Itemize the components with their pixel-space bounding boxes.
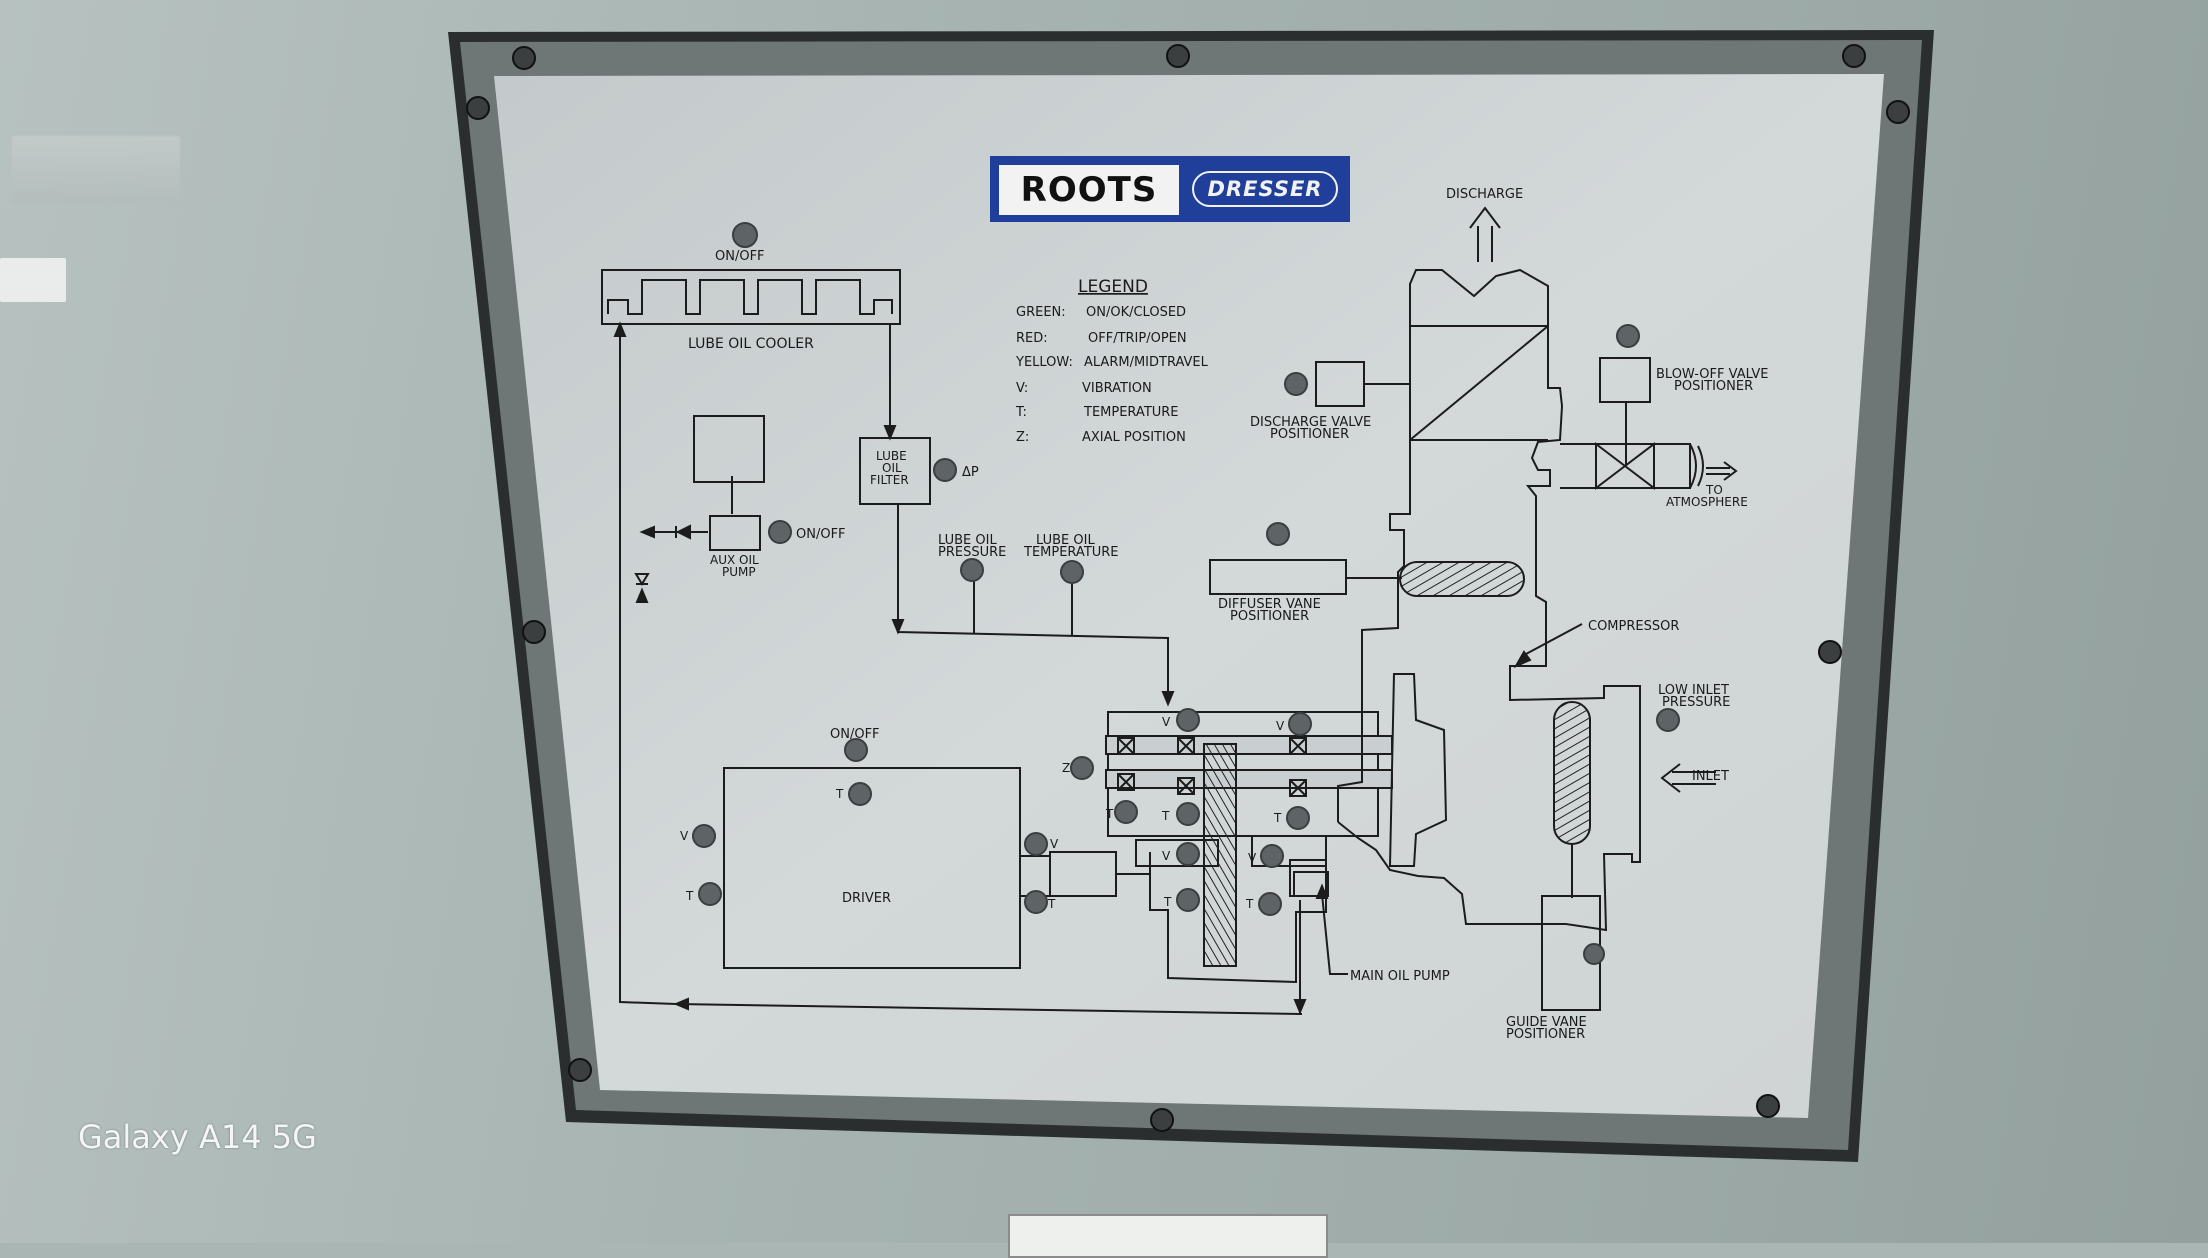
low-inlet-pressure-label-1: LOW INLET [1658,683,1729,698]
sensor-label-v: V [1162,849,1171,863]
cooler-onoff-label: ON/OFF [715,249,765,264]
panel-plate [494,74,1884,1118]
delta-p-label: ΔP [962,465,979,480]
driver-label: DRIVER [842,891,891,906]
sensor-label-t: T [1163,895,1172,909]
lube-oil-filter-label-1: LUBE [876,449,907,463]
discharge-valve-positioner-label-2: POSITIONER [1270,427,1349,442]
legend-key-t: T: [1015,405,1027,420]
indicator-light [692,222,1680,965]
logo-roots-box: ROOTS [999,165,1179,215]
sensor-label-t: T [1047,897,1056,911]
driver-onoff-label: ON/OFF [830,727,880,742]
legend-value-yellow: ALARM/MIDTRAVEL [1084,355,1209,370]
sensor-label-z: Z [1062,761,1070,775]
worn-sticker [12,136,180,204]
camera-watermark: Galaxy A14 5G [78,1118,317,1156]
legend-key-green: GREEN: [1016,305,1066,320]
blowoff-valve-positioner-label-2: POSITIONER [1674,379,1753,394]
legend-value-red: OFF/TRIP/OPEN [1088,331,1187,346]
legend-key-z: Z: [1016,430,1029,445]
sensor-label-v: V [1276,719,1285,733]
legend-key-red: RED: [1016,331,1048,346]
sensor-label-t: T [1161,809,1170,823]
legend-value-t: TEMPERATURE [1083,405,1179,420]
low-inlet-pressure-label-2: PRESSURE [1662,695,1730,710]
aux-onoff-label: ON/OFF [796,527,846,542]
logo-roots-text: ROOTS [1020,170,1158,210]
sensor-label-t: T [1273,811,1282,825]
sensor-label-v: V [1050,837,1059,851]
sensor-label-t: T [835,787,844,801]
legend-key-v: V: [1016,381,1028,396]
main-oil-pump-label: MAIN OIL PUMP [1350,969,1450,984]
sensor-label-v: V [1248,851,1257,865]
schematic-lines [601,206,1738,1016]
lube-oil-pressure-label-1: LUBE OIL [938,533,997,548]
label-tab [0,258,66,302]
legend-key-yellow: YELLOW: [1015,355,1073,370]
guide-vane-positioner-label-2: POSITIONER [1506,1027,1585,1042]
sensor-label-t: T [1105,807,1114,821]
lube-oil-temperature-label-2: TEMPERATURE [1023,545,1119,560]
guide-vane-positioner-label-1: GUIDE VANE [1506,1015,1587,1030]
aux-oil-pump-label-1: AUX OIL [710,553,759,567]
legend-value-v: VIBRATION [1082,381,1152,396]
legend-title: LEGEND [1078,277,1148,297]
legend-value-z: AXIAL POSITION [1082,430,1186,445]
blowoff-valve-positioner-label-1: BLOW-OFF VALVE [1656,367,1769,382]
lube-oil-filter-label-2: OIL [882,461,902,475]
discharge-valve-positioner-label-1: DISCHARGE VALVE [1250,415,1371,430]
screw-icon [466,44,1910,1132]
sensor-label-v: V [1162,715,1171,729]
sensor-label-t: T [685,889,694,903]
lube-oil-temperature-label-1: LUBE OIL [1036,533,1095,548]
legend-value-green: ON/OK/CLOSED [1086,305,1186,320]
aux-oil-pump-label-2: PUMP [722,565,756,579]
sensor-label-t: T [1245,897,1254,911]
to-atmosphere-label-2: ATMOSPHERE [1666,495,1748,509]
roots-dresser-logo: ROOTS DRESSER [990,156,1350,222]
compressor-label: COMPRESSOR [1588,619,1679,634]
discharge-label: DISCHARGE [1446,187,1523,202]
inlet-label: INLET [1692,769,1729,784]
to-atmosphere-label-1: TO [1705,483,1723,497]
lube-oil-cooler-label: LUBE OIL COOLER [688,336,814,352]
diffuser-vane-positioner-label-2: POSITIONER [1230,609,1309,624]
logo-dresser-text: DRESSER [1192,171,1338,207]
diffuser-vane-positioner-label-1: DIFFUSER VANE [1218,597,1321,612]
sensor-label-v: V [680,829,689,843]
lube-oil-filter-label-3: FILTER [870,473,909,487]
lube-oil-pressure-label-2: PRESSURE [938,545,1006,560]
